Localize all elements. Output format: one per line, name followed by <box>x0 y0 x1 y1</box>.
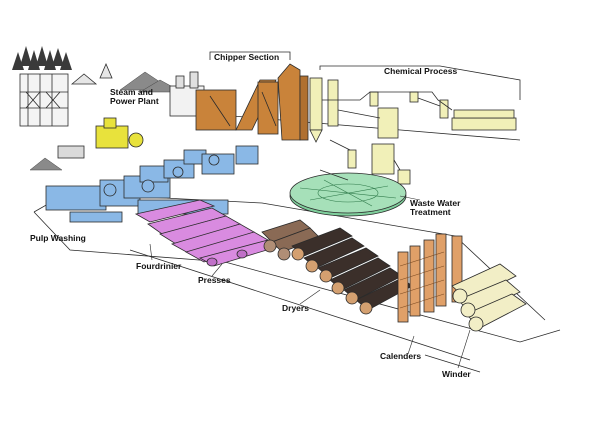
dryers-label: Dryers <box>282 303 309 313</box>
log-yard-icon <box>19 62 113 127</box>
forest-icon <box>12 46 72 70</box>
steam-power-plant-label: Steam and Power Plant <box>110 87 159 106</box>
calenders-label: Calenders <box>380 351 422 361</box>
leader-lines <box>149 195 471 369</box>
waste-water-tank <box>289 169 407 217</box>
chemical-process-label: Chemical Process <box>384 66 458 76</box>
fourdrinier-label: Fourdrinier <box>136 261 182 271</box>
pulp-washing-label: Pulp Washing <box>30 233 86 243</box>
fourdrinier-machinery <box>134 199 282 267</box>
presses-label: Presses <box>198 275 231 285</box>
winder-label: Winder <box>442 369 471 379</box>
chemical-process-equipment <box>309 77 517 185</box>
dryers-machinery <box>291 227 413 315</box>
chipper-section-machinery <box>195 63 309 141</box>
chipper-section-label: Chipper Section <box>214 52 280 62</box>
winder-machinery <box>451 263 527 332</box>
top-frame <box>184 51 521 141</box>
waste-water-treatment-label: Waste Water Treatment <box>410 198 461 217</box>
calenders-machinery <box>397 233 463 323</box>
